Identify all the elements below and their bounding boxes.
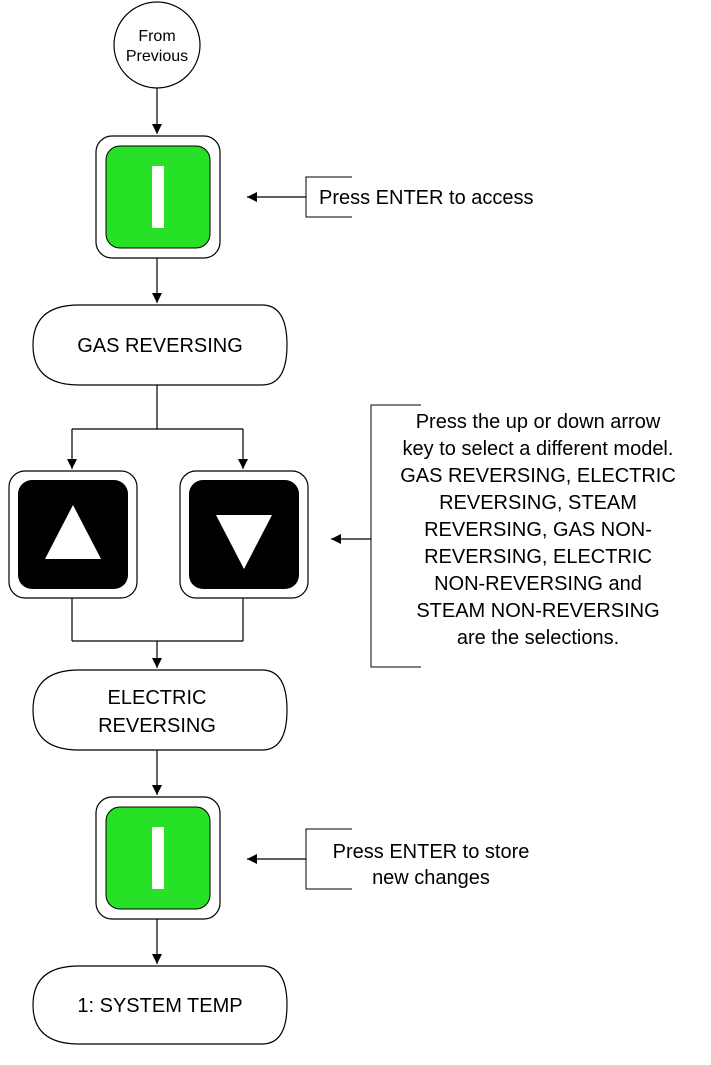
enter-key-bar bbox=[152, 166, 164, 228]
note-arrow-line-7: NON-REVERSING and bbox=[434, 573, 642, 595]
note-access-text: Press ENTER to access bbox=[319, 187, 534, 209]
enter-key-icon[interactable] bbox=[95, 135, 221, 259]
note-access: Press ENTER to access bbox=[247, 176, 534, 218]
note-arrow-line-2: key to select a different model. bbox=[403, 438, 674, 460]
down-triangle-icon bbox=[216, 515, 272, 569]
start-label-line1: From bbox=[138, 28, 175, 45]
display-gas-reversing: GAS REVERSING bbox=[32, 304, 288, 386]
display-electric-reversing: ELECTRIC REVERSING bbox=[32, 669, 288, 751]
note-arrow-line-3: GAS REVERSING, ELECTRIC bbox=[400, 465, 676, 487]
note-arrow-line-6: REVERSING, ELECTRIC bbox=[424, 546, 652, 568]
note-store-line2: new changes bbox=[372, 867, 490, 889]
display-2-line2: REVERSING bbox=[98, 715, 216, 737]
down-arrow-key-icon[interactable] bbox=[179, 470, 309, 599]
display-2-line1: ELECTRIC bbox=[108, 687, 207, 709]
note-arrow-line-1: Press the up or down arrow bbox=[416, 411, 661, 433]
enter-key-bar bbox=[152, 827, 164, 889]
start-label-line2: Previous bbox=[126, 48, 188, 65]
note-arrow-line-5: REVERSING, GAS NON- bbox=[424, 519, 652, 541]
display-system-temp: 1: SYSTEM TEMP bbox=[32, 965, 288, 1045]
start-connector: From Previous bbox=[113, 1, 201, 89]
note-arrow-keys: Press the up or down arrow key to select… bbox=[331, 404, 676, 668]
enter-key-icon[interactable] bbox=[95, 796, 221, 920]
display-3-text: 1: SYSTEM TEMP bbox=[77, 995, 242, 1017]
note-arrow-line-4: REVERSING, STEAM bbox=[439, 492, 637, 514]
note-arrow-line-8: STEAM NON-REVERSING bbox=[416, 600, 659, 622]
note-store-line1: Press ENTER to store bbox=[333, 841, 530, 863]
up-triangle-icon bbox=[45, 505, 101, 559]
up-arrow-key-icon[interactable] bbox=[8, 470, 138, 599]
note-arrow-line-9: are the selections. bbox=[457, 627, 619, 649]
note-store: Press ENTER to store new changes bbox=[247, 828, 530, 890]
display-1-text: GAS REVERSING bbox=[77, 335, 243, 357]
